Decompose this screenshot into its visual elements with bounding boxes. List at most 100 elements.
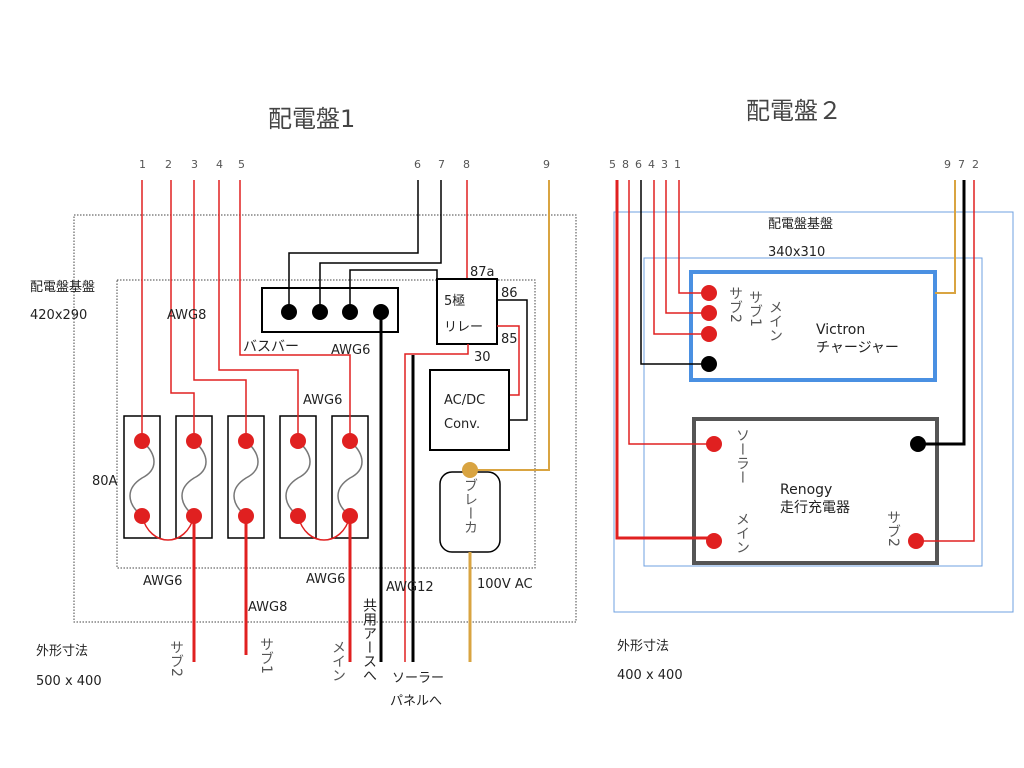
victron-name: Victron — [816, 322, 865, 338]
p2-wire-7 — [918, 180, 966, 446]
relay-pin-85: 85 — [501, 332, 518, 347]
jumper-fuse4-5 — [297, 515, 351, 541]
p2-wire-4 — [653, 180, 709, 335]
panel2-board — [643, 257, 983, 567]
awg8-top-label: AWG8 — [167, 308, 206, 323]
panel1-enclosure — [73, 214, 577, 623]
renogy-type: 走行充電器 — [780, 500, 850, 516]
renogy-charger — [692, 417, 939, 565]
ac-voltage-label: 100V AC — [477, 577, 533, 592]
terminal-number: 3 — [191, 158, 198, 171]
terminal-number: 7 — [438, 158, 445, 171]
terminal-number: 5 — [238, 158, 245, 171]
fuse-element — [337, 440, 363, 517]
panel2-outer-label: 外形寸法 — [617, 639, 669, 654]
fuse-element — [233, 440, 259, 517]
wire-3 — [193, 180, 247, 441]
panel1-board-size: 420x290 — [30, 308, 87, 323]
victron-terminal-main — [701, 326, 717, 342]
busbar-terminal — [342, 304, 358, 320]
awg6-bottom-left-label: AWG6 — [143, 574, 182, 589]
fuse-terminal — [186, 508, 202, 524]
jumper-fuse1-2 — [141, 515, 195, 541]
awg6-bottom-right-label: AWG6 — [306, 572, 345, 587]
relay-pin-86: 86 — [501, 286, 518, 301]
terminal-number: 4 — [648, 158, 655, 171]
victron-type: チャージャー — [816, 340, 899, 356]
renogy-solar-label: ソーラー — [734, 428, 750, 484]
wire-5 — [239, 180, 351, 441]
fuse-element — [129, 440, 155, 517]
fuse-element — [181, 440, 207, 517]
panel1-outer-label: 外形寸法 — [36, 644, 88, 659]
fuse-terminal — [238, 433, 254, 449]
awg8-bottom-label: AWG8 — [248, 600, 287, 615]
converter-label-1: AC/DC — [444, 393, 485, 408]
relay-pin-87a: 87a — [470, 265, 495, 280]
awg6-busbar-label: AWG6 — [331, 343, 370, 358]
terminal-number: 2 — [165, 158, 172, 171]
fuse-terminal — [290, 508, 306, 524]
panel1-terminal-numbers: 1 2 3 4 5 6 7 8 9 — [139, 158, 550, 171]
terminal-number: 7 — [958, 158, 965, 171]
renogy-name: Renogy — [780, 482, 832, 498]
fuse-terminal — [342, 433, 358, 449]
busbar-label: バスバー — [243, 339, 299, 355]
fuse-terminal — [134, 508, 150, 524]
output-sub2-label: サブ2 — [168, 640, 184, 677]
p2-wire-6 — [640, 180, 709, 365]
wire-7 — [319, 180, 442, 312]
p2-wire-3 — [665, 180, 709, 314]
renogy-terminal-main — [706, 533, 722, 549]
fuse-terminal — [342, 508, 358, 524]
victron-input-sub1: サブ1 — [747, 290, 763, 327]
relay-label-1: 5極 — [444, 293, 465, 309]
wire-6 — [288, 180, 419, 312]
terminal-number: 1 — [139, 158, 146, 171]
renogy-terminal-solar — [706, 436, 722, 452]
relay-converter-wires — [404, 299, 528, 662]
terminal-number: 8 — [463, 158, 470, 171]
terminal-number: 2 — [972, 158, 979, 171]
terminal-number: 1 — [674, 158, 681, 171]
output-sub1-label: サブ1 — [258, 637, 274, 674]
p2-wire-8 — [628, 180, 714, 445]
busbar-terminal — [312, 304, 328, 320]
fuse-terminal — [186, 433, 202, 449]
fuse-elements — [129, 440, 363, 517]
wire-4 — [218, 180, 299, 441]
terminal-number: 8 — [622, 158, 629, 171]
panel1-output-wires — [192, 516, 352, 662]
terminal-number: 5 — [609, 158, 616, 171]
fuse-rating-label: 80A — [92, 474, 118, 489]
output-main-label: メイン — [330, 640, 346, 682]
relay-85-wire — [497, 325, 520, 396]
panel1-title: 配電盤1 — [268, 105, 355, 133]
busbar-terminal — [281, 304, 297, 320]
relay-30-solar-wire — [404, 344, 469, 662]
fuse-element — [285, 440, 311, 517]
terminal-number: 6 — [414, 158, 421, 171]
wire-9 — [470, 180, 550, 471]
renogy-terminal-sub2 — [908, 533, 924, 549]
busbar-terminals — [281, 304, 389, 320]
breaker-label: ブレーカ — [462, 478, 478, 534]
p2-wire-2 — [916, 180, 975, 542]
panel2-board-label: 配電盤基盤 — [768, 217, 833, 232]
awg6-mid-label: AWG6 — [303, 393, 342, 408]
fuse-terminal — [134, 433, 150, 449]
panel2-terminal-numbers: 5 8 6 4 3 1 9 7 2 — [609, 158, 979, 171]
acdc-converter — [429, 369, 510, 451]
fuse-terminals — [134, 433, 358, 524]
terminal-number: 4 — [216, 158, 223, 171]
wire-2 — [170, 180, 195, 441]
victron-terminal-negative — [701, 356, 717, 372]
converter-label-2: Conv. — [444, 417, 480, 432]
terminal-number: 9 — [543, 158, 550, 171]
panel2-title: 配電盤２ — [746, 97, 842, 125]
relay-pin-30: 30 — [474, 350, 491, 365]
panel1-board — [116, 279, 536, 569]
output-ground-label: 共用アースへ — [361, 598, 377, 682]
renogy-sub2-label: サブ2 — [885, 510, 901, 547]
